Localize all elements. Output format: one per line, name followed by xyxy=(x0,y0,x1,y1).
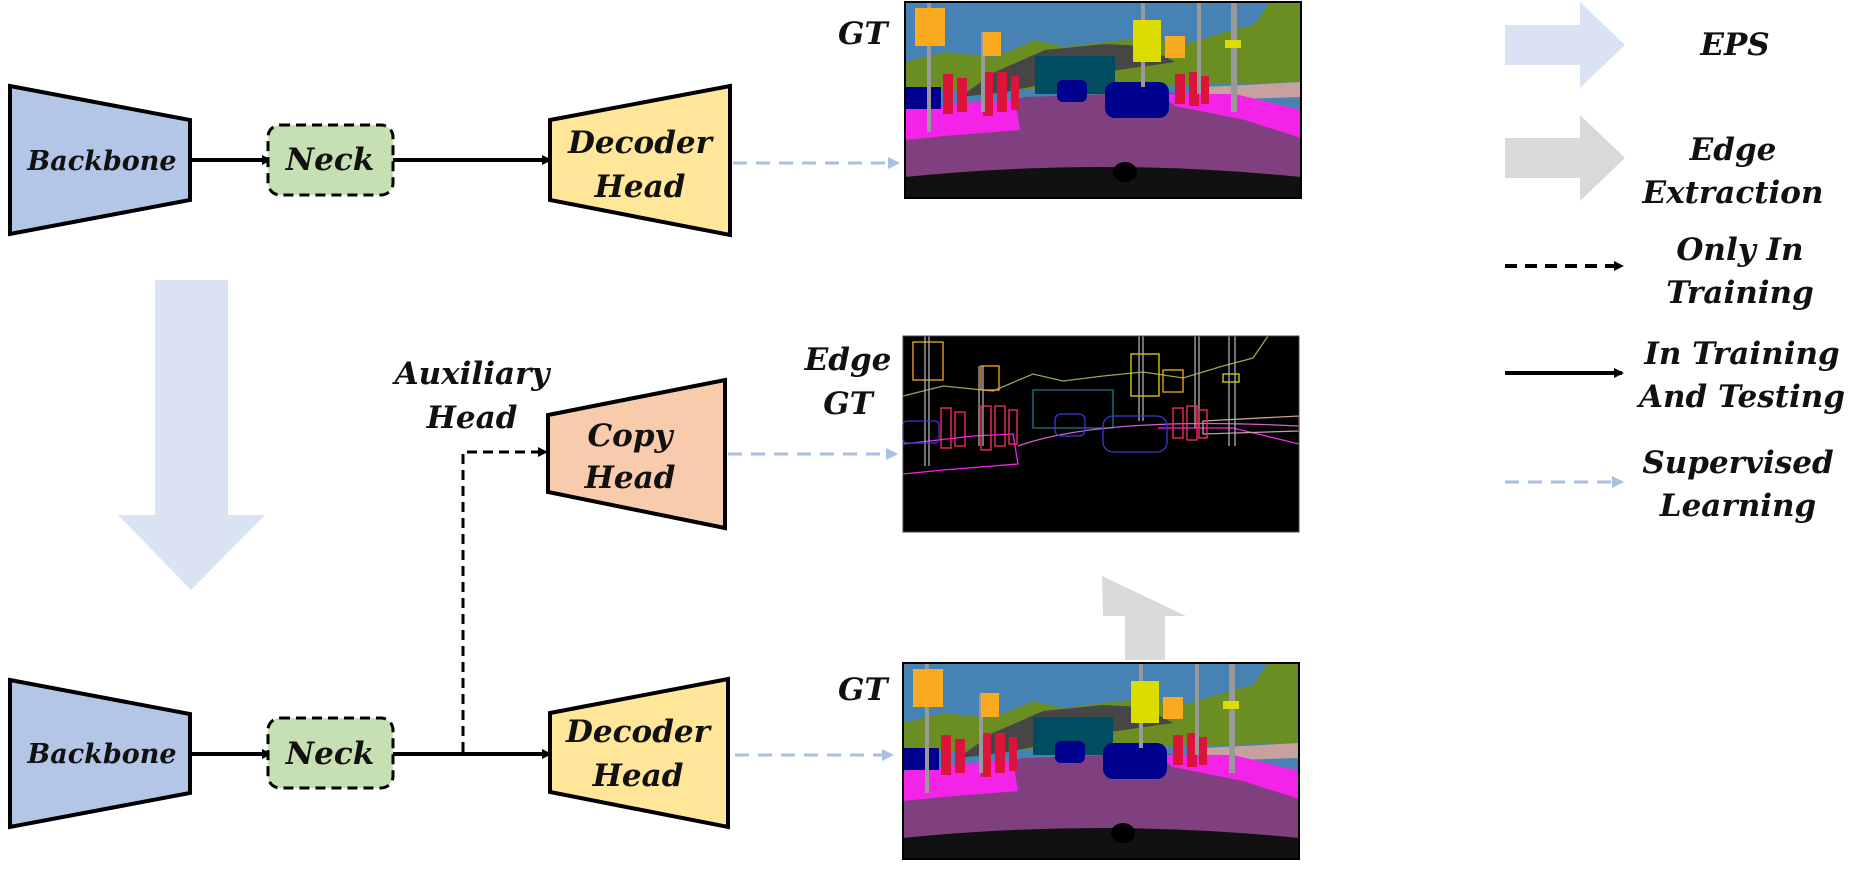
legend-edge-label-1: Edge xyxy=(1689,132,1777,168)
top-neck-label: Neck xyxy=(285,142,374,178)
top-backbone-block xyxy=(8,83,192,237)
copy-head-label-2: Head xyxy=(584,460,676,496)
legend-only-label-1: Only In xyxy=(1676,232,1803,268)
bottom-neck-label: Neck xyxy=(285,736,374,772)
legend-edge-label-2: Extraction xyxy=(1641,175,1823,211)
legend-train-test-label-1: In Training xyxy=(1643,336,1839,372)
bottom-decoder-label-1: Decoder xyxy=(565,714,713,750)
copy-head-label-1: Copy xyxy=(587,418,674,454)
bottom-backbone-block xyxy=(8,677,192,830)
top-gt-label: GT xyxy=(838,16,889,52)
bottom-backbone-label: Backbone xyxy=(26,739,176,770)
bottom-decoder-label-2: Head xyxy=(592,758,684,794)
legend-train-test-label-2: And Testing xyxy=(1636,379,1845,415)
auxiliary-label-2: Head xyxy=(426,400,518,436)
auxiliary-branch-dashed-arrow xyxy=(461,447,548,752)
bottom-gt-segmentation-image xyxy=(902,662,1300,860)
top-backbone-label: Backbone xyxy=(26,146,176,177)
legend-edge-arrow-icon xyxy=(1505,115,1625,201)
legend-sup-label-2: Learning xyxy=(1659,488,1816,524)
legend-only-label-2: Training xyxy=(1666,275,1814,311)
edge-extraction-up-arrow xyxy=(1102,576,1186,660)
bottom-neck-block xyxy=(266,716,395,790)
eps-down-arrow xyxy=(118,280,265,590)
edge-gt-label-1: Edge xyxy=(804,342,892,378)
legend-eps-arrow-icon xyxy=(1505,2,1625,88)
bottom-gt-label: GT xyxy=(838,672,889,708)
edge-gt-image xyxy=(902,335,1300,533)
top-decoder-label-1: Decoder xyxy=(567,125,715,161)
top-neck-block xyxy=(266,123,395,197)
edge-gt-label-2: GT xyxy=(823,386,874,422)
top-decoder-label-2: Head xyxy=(594,169,686,205)
bottom-decoder-head-block xyxy=(548,676,730,830)
legend: EPS Edge Extraction Only In Training In … xyxy=(1505,2,1845,524)
legend-sup-label-1: Supervised xyxy=(1642,445,1833,481)
auxiliary-label-1: Auxiliary xyxy=(392,356,552,392)
top-decoder-head-block xyxy=(548,83,732,238)
legend-eps-label: EPS xyxy=(1699,27,1769,63)
top-gt-segmentation-image xyxy=(904,1,1302,199)
copy-head-block xyxy=(546,377,727,531)
